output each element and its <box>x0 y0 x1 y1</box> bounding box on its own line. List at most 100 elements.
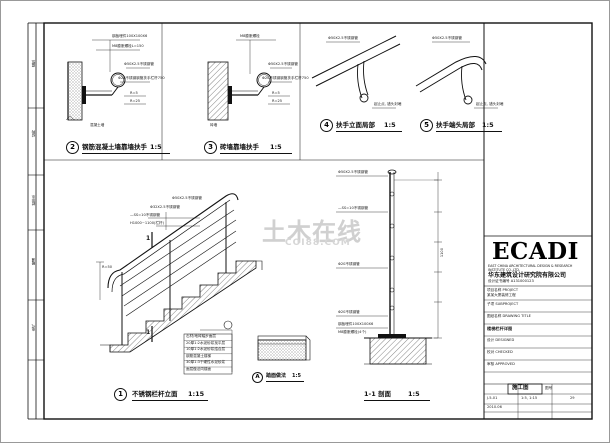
d2-scale: 1:5 <box>150 143 162 151</box>
d2-note-1: 钢板埋件100X100X6 <box>112 34 148 38</box>
d3-note-5: R=25 <box>272 99 283 103</box>
d1-layer-1: 石材/地砖踏步面层 <box>186 334 216 338</box>
d3-title: 砖墙靠墙扶手 <box>220 143 259 151</box>
d3-note-3: Φ20不锈钢钢管扶手栏杆750 <box>262 76 309 80</box>
d1-note-1: Φ50X2.5不锈钢管 <box>172 196 202 200</box>
d1-layer-5: 30厚1:3干硬性水泥砂浆 <box>186 360 226 365</box>
strip-label-2: 结构 <box>31 130 35 138</box>
section-1-1-drawing <box>336 169 442 365</box>
d4-note-2: 起止点, 错头封堵 <box>374 102 402 106</box>
d5-title-underline <box>436 131 502 132</box>
tb-row-5: 楼梯栏杆详图 <box>487 326 513 331</box>
d2-note-4: Φ20不锈钢钢管扶手栏杆750 <box>118 76 165 80</box>
d5-title: 扶手端头局部 <box>436 121 475 129</box>
strip-label-3: 给排水 <box>31 195 35 206</box>
detail-2-drawing <box>65 39 150 121</box>
d4-number: 4 <box>320 119 333 132</box>
tb-row-4: 图纸名称 DRAWING TITLE <box>487 314 531 318</box>
sheet-number: 29 <box>570 396 575 400</box>
d1-layer-2: 20厚1:2水泥砂浆找平层 <box>186 340 226 345</box>
dA-title: 踏面做法 <box>266 373 287 379</box>
d3-number: 3 <box>204 141 217 154</box>
d1-layer-6: 面层做法同楼面 <box>186 367 212 371</box>
stage-label: 施工图 <box>512 385 529 391</box>
d3-note-6: 砖墙 <box>210 123 218 127</box>
tb-row-2: 某某大厦装修工程 <box>487 293 516 297</box>
tb-row-1: 项目名称 PROJECT <box>487 288 519 292</box>
watermark-subtext: COI88.COM <box>285 238 351 248</box>
d4-note-1: Φ50X2.5不锈钢管 <box>328 36 358 40</box>
s11-note-3: Φ20不锈钢管 <box>338 262 360 266</box>
inner-frame <box>43 22 593 420</box>
tb-row-3: 子项 SUBPROJECT <box>487 302 519 306</box>
left-strip-frame <box>27 22 44 420</box>
detail-1-drawing <box>96 193 263 375</box>
detail-3-drawing <box>207 39 292 121</box>
d2-note-5: R=5 <box>130 91 138 95</box>
d1-note-4: H1000~1100(栏杆) <box>130 221 164 225</box>
d1-note-2: Φ32X2.5不锈钢管 <box>150 205 180 209</box>
watermark-text: 土木在线 <box>262 218 362 246</box>
drawing-number: J-5-01 <box>487 396 498 400</box>
d1-layer-4: 钢筋混凝土楼梯 <box>186 353 212 358</box>
dA-scale: 1:5 <box>292 373 301 379</box>
s11-note-1: Φ50X2.5不锈钢管 <box>338 170 368 174</box>
d1-scale: 1:15 <box>188 390 205 398</box>
d2-note-2: M8膨胀螺栓L=150 <box>112 44 144 48</box>
s11-note-4: Φ20不锈钢管 <box>338 310 360 314</box>
d1-title: 不锈钢栏杆立面 <box>132 390 178 398</box>
tb-row-8: 审核 APPROVED <box>487 362 515 366</box>
tb-row-7: 校对 CHECKED <box>487 350 513 354</box>
d5-note-1: Φ50X2.5不锈钢管 <box>432 36 462 40</box>
d1-number: 1 <box>114 388 127 401</box>
detail-A-drawing <box>257 335 311 361</box>
certificate-number: 设计证书编号 A131000123 <box>488 279 534 283</box>
detail-5-drawing <box>415 41 498 109</box>
d2-note-7: 混凝土墙 <box>90 123 105 127</box>
s11-note-5: 钢板埋件100X100X6 <box>338 322 374 326</box>
s11-title-underline <box>364 400 430 401</box>
d3-title-underline <box>220 153 292 154</box>
scale-value: 1:5, 1:15 <box>521 396 538 400</box>
dA-title-underline <box>266 381 304 382</box>
d2-note-3: Φ50X2.5不锈钢管 <box>124 62 154 66</box>
d3-note-2: Φ50X2.5不锈钢管 <box>268 62 298 66</box>
d5-number: 5 <box>420 119 433 132</box>
strip-label-5: 电气 <box>31 324 35 332</box>
ecadi-logo: ECADI <box>492 238 579 265</box>
drawing-number-label: 图号 <box>545 386 553 390</box>
d1-title-underline <box>132 400 208 401</box>
d1-section-mark-bottom: 1 <box>146 329 151 336</box>
s11-title: 1-1 剖面 <box>364 390 392 398</box>
d5-scale: 1:5 <box>482 121 494 129</box>
d4-title: 扶手立面局部 <box>336 121 375 129</box>
d2-number: 2 <box>66 141 79 154</box>
strip-label-1: 建筑 <box>31 60 35 68</box>
detail-4-drawing <box>311 35 401 109</box>
d3-scale: 1:5 <box>270 143 282 151</box>
d5-note-2: 起止点, 错头封堵 <box>476 102 504 106</box>
company-name-cn: 华东建筑设计研究院有限公司 <box>488 272 567 279</box>
d1-layer-3: 10厚1:2水泥砂浆结合层 <box>186 347 226 352</box>
d3-note-4: R=5 <box>272 91 280 95</box>
d4-title-underline <box>336 131 402 132</box>
company-name-en: EAST CHINA ARCHITECTURAL DESIGN & RESEAR… <box>488 264 573 272</box>
d2-note-6: R=25 <box>130 99 141 103</box>
strip-label-4: 暖通 <box>31 258 35 266</box>
s11-note-2: —SS=10不锈钢管 <box>338 206 369 210</box>
d4-scale: 1:5 <box>384 121 396 129</box>
date-value: 2010.06 <box>487 405 502 409</box>
d1-note-5: R=50 <box>102 265 113 269</box>
s11-note-6: M8膨胀螺栓(4个) <box>338 330 367 334</box>
tb-row-6: 设计 DESIGNED <box>487 338 515 342</box>
d3-note-1: M8膨胀螺栓 <box>240 34 260 38</box>
title-block-frame <box>483 23 592 419</box>
dA-number: A <box>252 372 263 383</box>
d2-title-underline <box>82 153 170 154</box>
d1-note-3: —SS=10不锈钢管 <box>130 213 161 217</box>
s11-dimension: 1100 <box>440 248 444 258</box>
s11-scale: 1:5 <box>408 390 420 398</box>
d1-section-mark-top: 1 <box>146 235 151 242</box>
d2-title: 钢筋混凝土墙靠墙扶手 <box>82 143 147 151</box>
